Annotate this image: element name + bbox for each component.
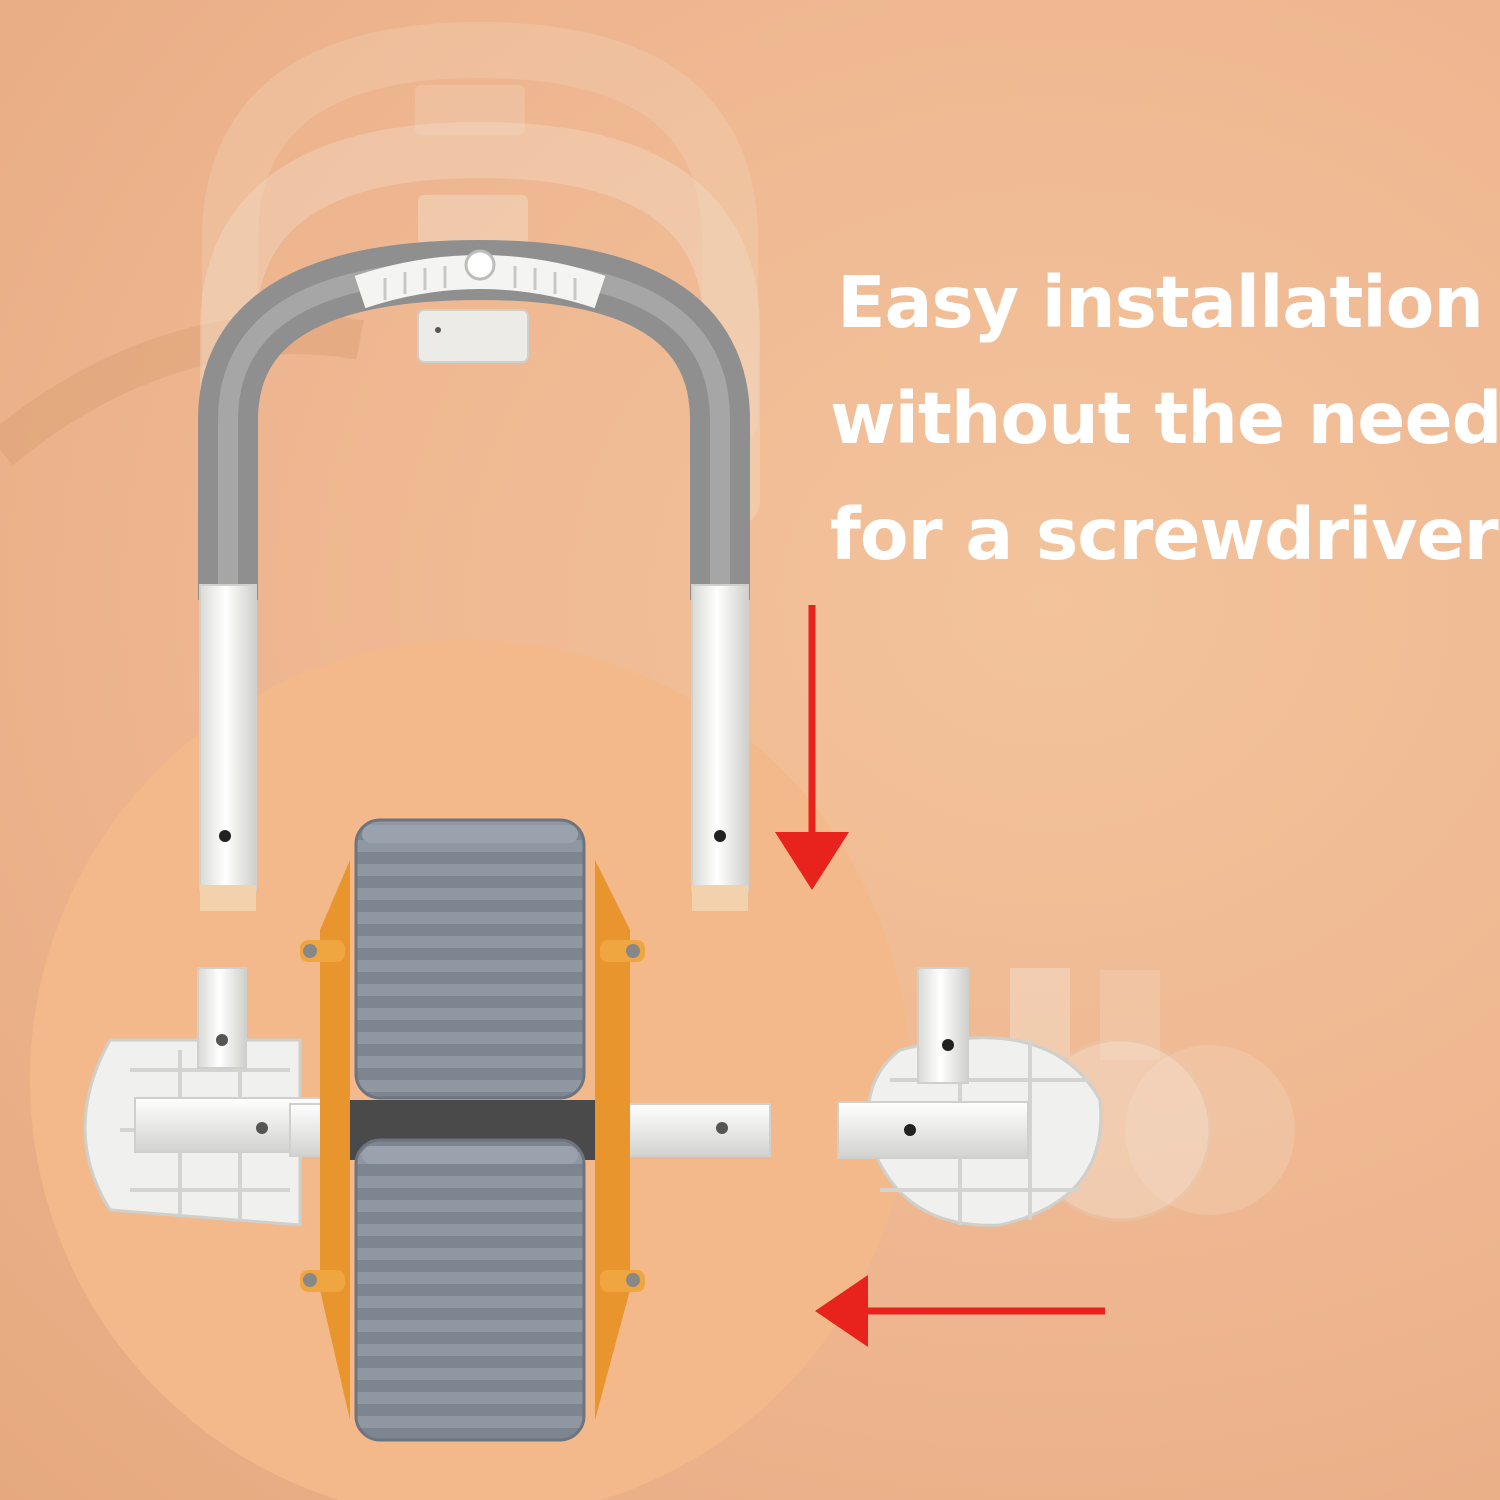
handle-ghost-upper: [202, 21, 758, 448]
suction-base-ghost-far: [1100, 970, 1295, 1215]
headline-text: Easy installation without the need for a…: [830, 245, 1500, 593]
wheel-upper: [354, 818, 586, 1100]
wall-shadow: [0, 314, 364, 466]
arrow-left-icon: [815, 1275, 1105, 1347]
wheel-lower: [354, 1138, 586, 1442]
headline-line-2: without the need: [830, 377, 1500, 460]
headline-line-1: Easy installation: [837, 261, 1484, 344]
arrow-down-icon: [775, 605, 849, 890]
headline-line-3: for a screwdriver: [830, 493, 1499, 576]
wheel-frame: [300, 860, 645, 1420]
suction-base-left: [83, 967, 351, 1227]
suction-base-right: [837, 967, 1103, 1227]
handle-bar: [198, 239, 750, 911]
handle-ghost-middle: [200, 121, 760, 528]
